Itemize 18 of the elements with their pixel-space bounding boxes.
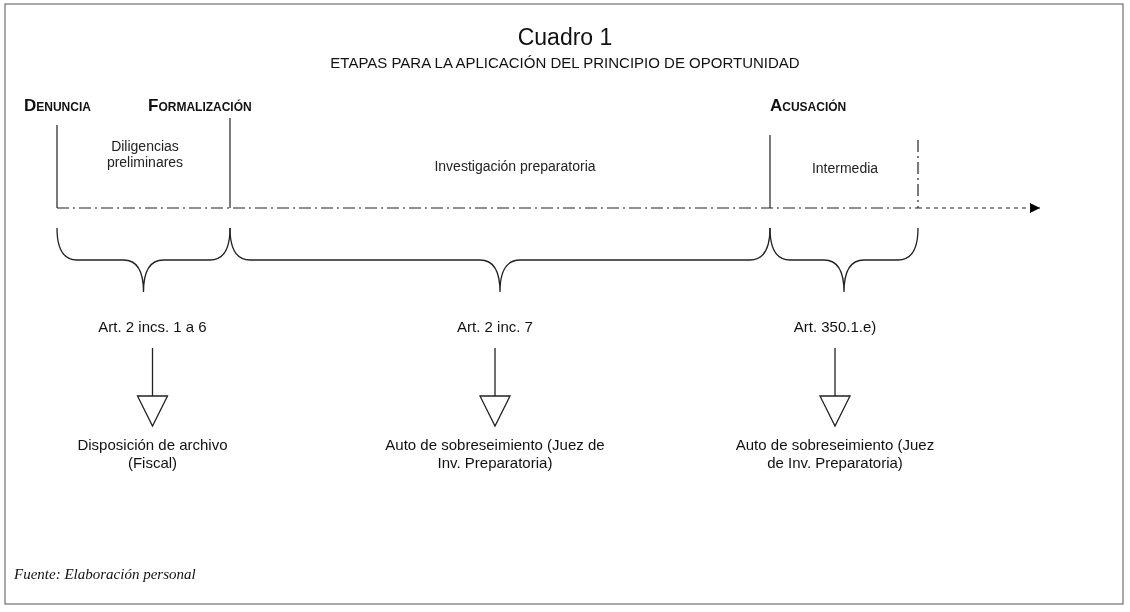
phase-label: Intermedia: [810, 160, 880, 176]
outcome-label: Auto de sobreseimiento (Juez de Inv. Preparatoria): [385, 436, 605, 472]
phase-label: Diligencias preliminares: [105, 138, 185, 170]
stage-label: Acusación: [770, 96, 847, 116]
outcome-label: Disposición de archivo (Fiscal): [76, 436, 229, 472]
article-label: Art. 2 inc. 7: [456, 318, 534, 336]
block-arrow: [136, 347, 169, 427]
block-arrow: [479, 347, 511, 427]
stage-label: Formalización: [148, 96, 252, 116]
article-label: Art. 2 incs. 1 a 6: [97, 318, 208, 336]
subtitle: ETAPAS PARA LA APLICACIÓN DEL PRINCIPIO DE OPORTUNIDAD: [329, 54, 801, 71]
block-arrow: [819, 347, 851, 427]
title: Cuadro 1: [516, 24, 614, 51]
outcome-label: Auto de sobreseimiento (Juez de Inv. Preparatoria): [735, 436, 935, 472]
stage-label: Denuncia: [24, 96, 91, 116]
source-note: Fuente: Elaboración personal: [14, 566, 196, 583]
article-label: Art. 350.1.e): [792, 318, 878, 336]
phase-label: Investigación preparatoria: [433, 158, 597, 174]
